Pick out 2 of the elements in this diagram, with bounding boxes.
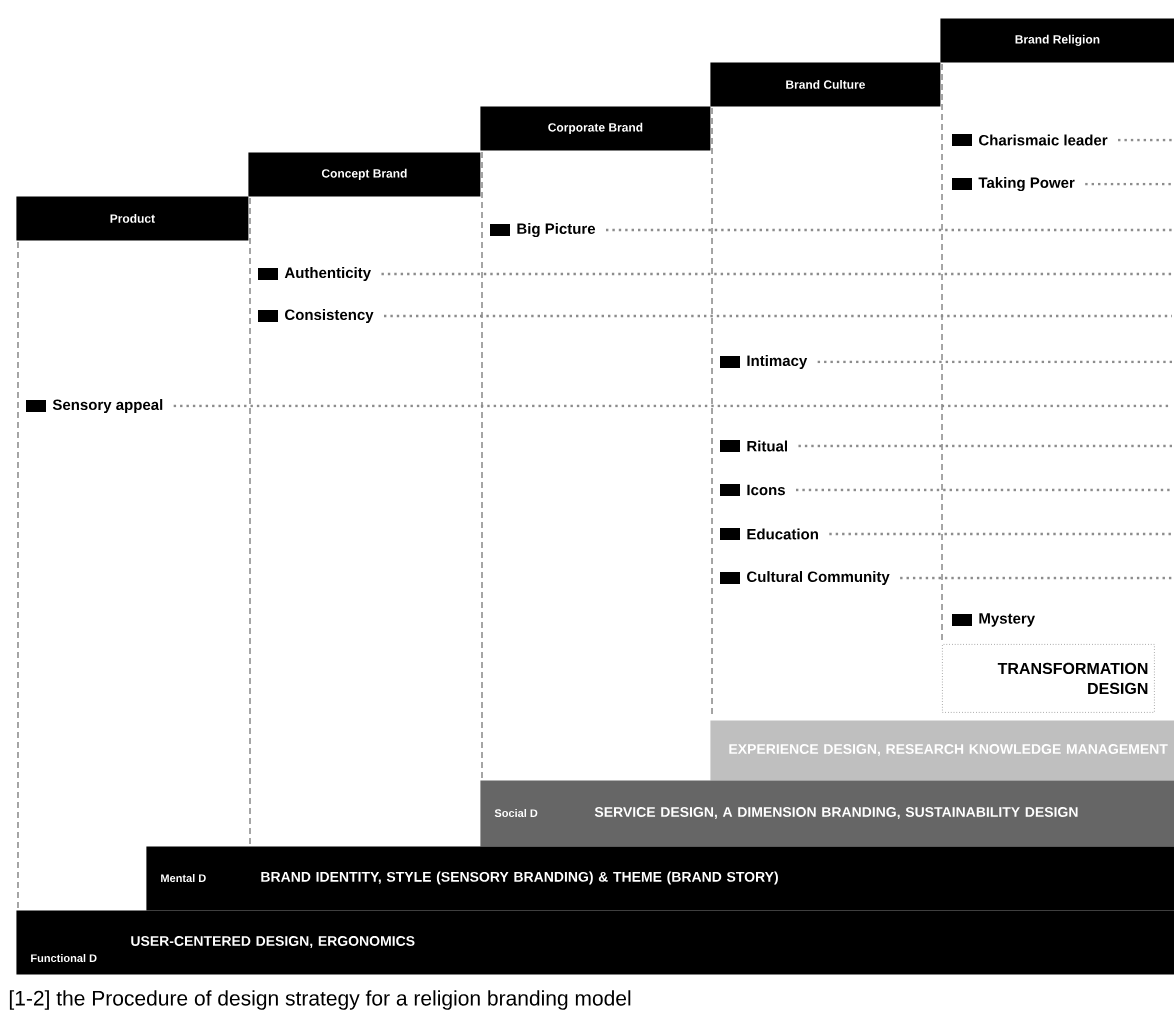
stage-box: TRANSFORMATION DESIGN [942,644,1155,713]
caption: [1-2] the Procedure of design strategy for a religion branding model [9,990,631,1010]
